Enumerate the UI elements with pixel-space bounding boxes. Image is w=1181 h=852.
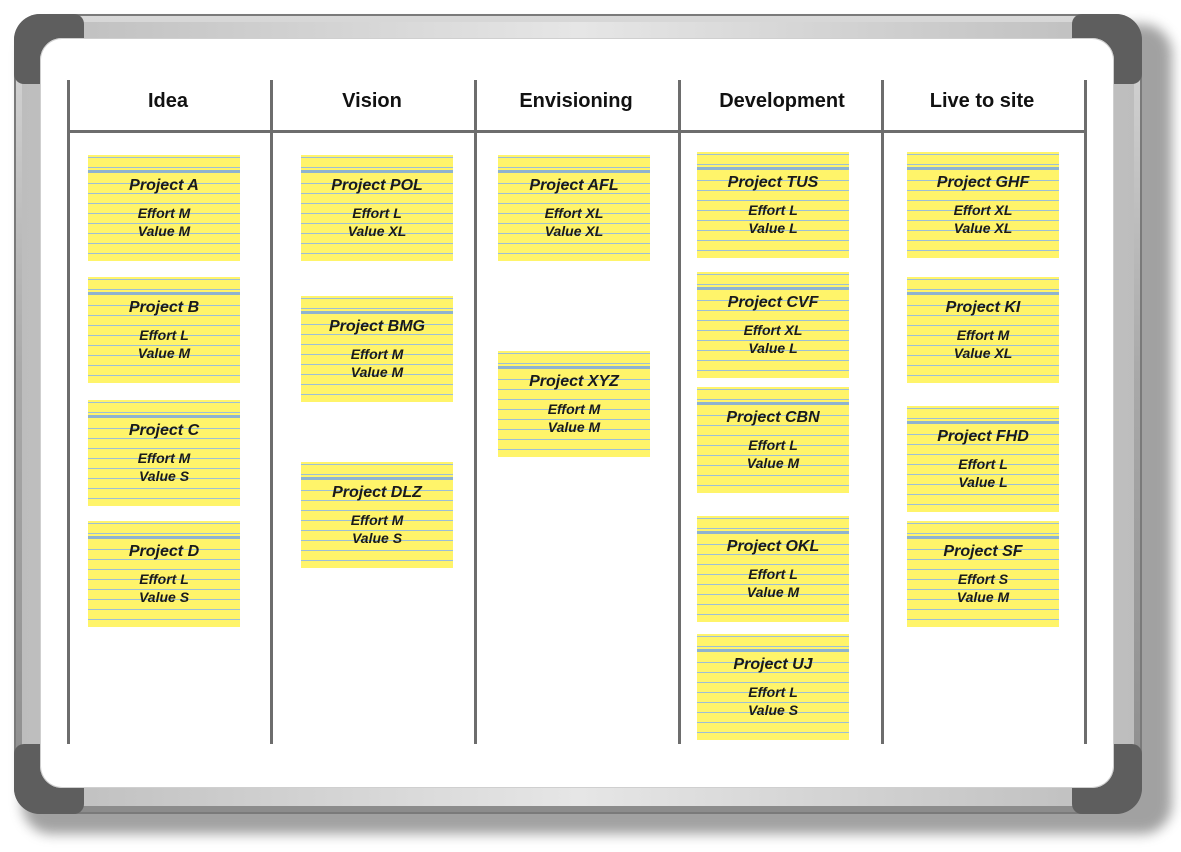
card-effort: Effort M xyxy=(350,512,404,528)
card-value: Value L xyxy=(958,474,1008,490)
header-divider xyxy=(68,130,1086,133)
card-value: Value M xyxy=(547,419,601,435)
sticky-note-card[interactable]: Project FHD Effort L Value L xyxy=(907,406,1059,512)
sticky-note-card[interactable]: Project CVF Effort XL Value L xyxy=(697,272,849,378)
card-value: Value M xyxy=(137,345,191,361)
card-effort: Effort XL xyxy=(544,205,604,221)
card-value: Value XL xyxy=(953,220,1013,236)
card-title: Project BMG xyxy=(328,318,425,335)
column-header-live-to-site: Live to site xyxy=(929,90,1035,112)
card-title: Project OKL xyxy=(726,538,820,555)
card-effort: Effort L xyxy=(139,571,189,587)
card-value: Value M xyxy=(137,223,191,239)
card-effort: Effort L xyxy=(748,684,798,700)
card-title: Project CBN xyxy=(726,409,820,426)
sticky-note-card[interactable]: Project DLZ Effort M Value S xyxy=(301,462,453,568)
column-header-vision: Vision xyxy=(342,90,402,112)
card-title: Project CVF xyxy=(727,294,819,311)
card-value: Value M xyxy=(956,589,1010,605)
sticky-note-card[interactable]: Project POL Effort L Value XL xyxy=(301,155,453,261)
sticky-note-card[interactable]: Project AFL Effort XL Value XL xyxy=(498,155,650,261)
card-effort: Effort XL xyxy=(743,322,803,338)
column-header-envisioning: Envisioning xyxy=(519,90,633,112)
sticky-note-card[interactable]: Project A Effort M Value M xyxy=(88,155,240,261)
column-divider xyxy=(474,80,477,744)
sticky-note-card[interactable]: Project OKL Effort L Value M xyxy=(697,516,849,622)
card-title: Project FHD xyxy=(937,428,1029,445)
card-effort: Effort M xyxy=(137,450,191,466)
card-effort: Effort L xyxy=(958,456,1008,472)
card-title: Project AFL xyxy=(529,177,619,194)
card-value: Value S xyxy=(138,589,190,605)
card-effort: Effort L xyxy=(748,566,798,582)
card-value: Value S xyxy=(138,468,190,484)
sticky-note-card[interactable]: Project BMG Effort M Value M xyxy=(301,296,453,402)
card-title: Project XYZ xyxy=(529,373,619,390)
card-effort: Effort M xyxy=(547,401,601,417)
card-effort: Effort L xyxy=(748,437,798,453)
card-effort: Effort XL xyxy=(953,202,1013,218)
card-value: Value S xyxy=(351,530,403,546)
sticky-note-card[interactable]: Project GHF Effort XL Value XL xyxy=(907,152,1059,258)
card-value: Value M xyxy=(746,584,800,600)
card-title: Project GHF xyxy=(936,174,1030,191)
sticky-note-card[interactable]: Project B Effort L Value M xyxy=(88,277,240,383)
card-value: Value L xyxy=(748,340,798,356)
sticky-note-card[interactable]: Project SF Effort S Value M xyxy=(907,521,1059,627)
card-title: Project SF xyxy=(943,543,1023,560)
card-value: Value XL xyxy=(953,345,1013,361)
column-header-idea: Idea xyxy=(147,90,189,112)
column-divider xyxy=(1084,80,1087,744)
card-effort: Effort M xyxy=(956,327,1010,343)
card-title: Project B xyxy=(128,299,200,316)
sticky-note-card[interactable]: Project C Effort M Value S xyxy=(88,400,240,506)
card-effort: Effort M xyxy=(137,205,191,221)
sticky-note-card[interactable]: Project KI Effort M Value XL xyxy=(907,277,1059,383)
card-title: Project DLZ xyxy=(332,484,422,501)
card-effort: Effort L xyxy=(748,202,798,218)
card-title: Project A xyxy=(129,177,199,194)
card-effort: Effort L xyxy=(139,327,189,343)
card-value: Value XL xyxy=(544,223,604,239)
card-effort: Effort M xyxy=(350,346,404,362)
sticky-note-card[interactable]: Project CBN Effort L Value M xyxy=(697,387,849,493)
card-value: Value L xyxy=(748,220,798,236)
column-divider xyxy=(881,80,884,744)
sticky-note-card[interactable]: Project TUS Effort L Value L xyxy=(697,152,849,258)
card-value: Value M xyxy=(350,364,404,380)
card-value: Value S xyxy=(747,702,799,718)
card-title: Project D xyxy=(128,543,200,560)
column-header-development: Development xyxy=(719,90,845,112)
card-effort: Effort S xyxy=(957,571,1009,587)
sticky-note-card[interactable]: Project D Effort L Value S xyxy=(88,521,240,627)
card-value: Value M xyxy=(746,455,800,471)
card-title: Project C xyxy=(128,422,200,439)
card-title: Project POL xyxy=(331,177,423,194)
sticky-note-card[interactable]: Project XYZ Effort M Value M xyxy=(498,351,650,457)
card-title: Project KI xyxy=(945,299,1021,316)
sticky-note-card[interactable]: Project UJ Effort L Value S xyxy=(697,634,849,740)
column-divider xyxy=(67,80,70,744)
card-effort: Effort L xyxy=(352,205,402,221)
column-divider xyxy=(678,80,681,744)
card-value: Value XL xyxy=(347,223,407,239)
card-title: Project TUS xyxy=(727,174,819,191)
card-title: Project UJ xyxy=(733,656,813,673)
column-divider xyxy=(270,80,273,744)
